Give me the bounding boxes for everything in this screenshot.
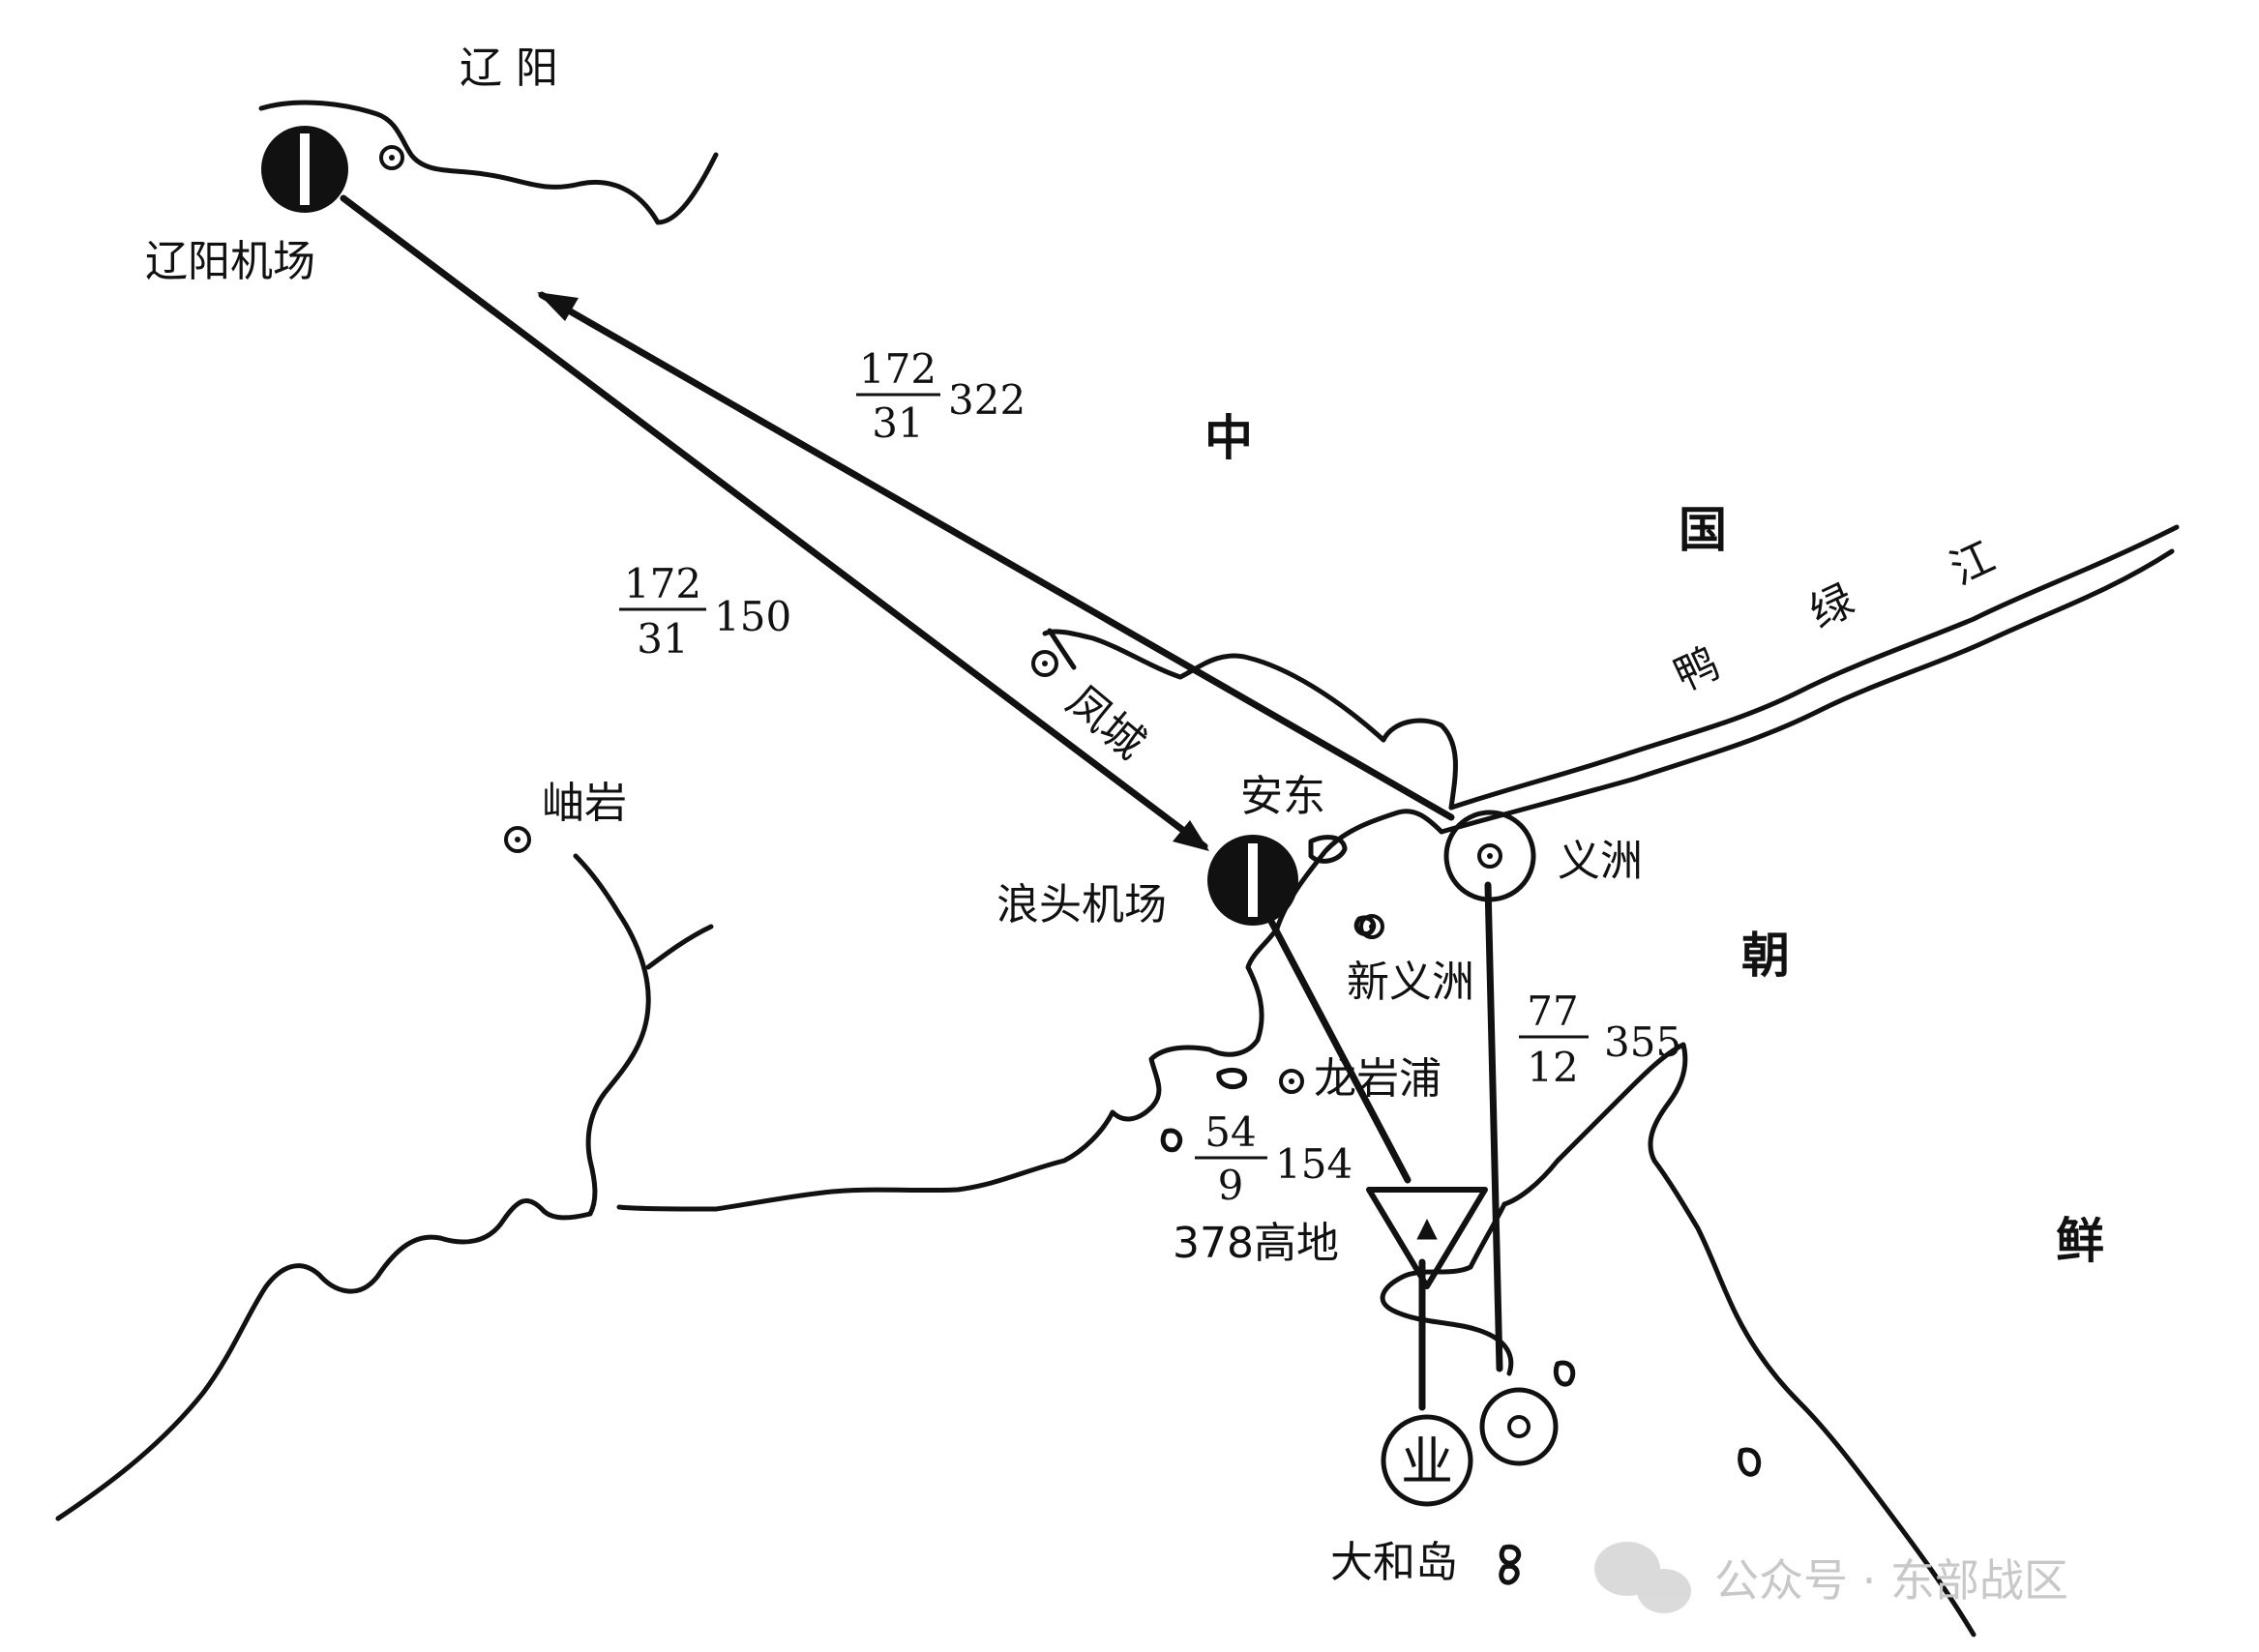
river-char-3: 江 [1943, 532, 2002, 595]
place-labels: 辽阳机场 浪头机场 凤城 岫岩 安东 义洲 新义洲 龙岩浦 378高地 大和岛 [145, 237, 1643, 1587]
fengcheng-stream [1047, 628, 1077, 670]
korea-inner-coast [1380, 1201, 1514, 1376]
region-liaoyang: 辽 阳 [460, 44, 558, 93]
wechat-logo-icon [1594, 1542, 1691, 1613]
watermark-text: 公众号 · 东部战区 [1714, 1554, 2068, 1607]
xiuyan-river [573, 853, 651, 1217]
label-fengcheng: 凤城 [1057, 676, 1154, 769]
route-stat-1-denominator: 31 [872, 399, 923, 447]
label-dahedao: 大和岛 [1330, 1538, 1458, 1587]
hill-marker-glyph: ▲ [1416, 1211, 1438, 1243]
liaoyang-airfield-icon [261, 126, 348, 213]
label-xiuyan: 岫岩 [542, 779, 627, 828]
islands [1160, 835, 1762, 1585]
route-stat-3-denominator: 12 [1527, 1044, 1578, 1091]
markers: ▲ 业 [261, 126, 1559, 1507]
label-andong: 安东 [1240, 772, 1325, 821]
watermark: 公众号 · 东部战区 [1594, 1542, 2068, 1613]
region-korea-2: 鲜 [2056, 1213, 2104, 1269]
route-stat-3-numerator: 77 [1527, 988, 1578, 1035]
longyanpu-town-icon [1279, 1069, 1304, 1094]
river-char-2: 绿 [1802, 575, 1861, 638]
yalu-river-upper-south [1439, 548, 2175, 835]
route-stat-1-value: 322 [948, 376, 1025, 424]
arrow-head-langtou [1173, 820, 1209, 851]
yalu-river-upper-north [1448, 524, 2180, 811]
route-yizhou-to-liaoyang [538, 291, 1455, 821]
liaoyang-river [258, 100, 719, 225]
label-longyanpu: 龙岩浦 [1314, 1054, 1442, 1104]
route-stat-3: 77 12 355 [1519, 988, 1681, 1091]
korea-west-coast [1501, 1042, 1977, 1637]
yalu-mouth-north [1381, 718, 1458, 811]
routes [340, 194, 1503, 1411]
river-char-1: 鸭 [1667, 638, 1726, 701]
yalu-mouth-loop [1274, 809, 1444, 931]
dahedao-target-glyph: 业 [1401, 1431, 1453, 1492]
route-stat-4: 54 9 154 [1195, 1108, 1352, 1209]
route-stat-4-denominator: 9 [1218, 1162, 1244, 1209]
langtou-airfield-icon [1207, 835, 1298, 926]
region-korea-1: 朝 [1741, 928, 1790, 984]
fengcheng-town-icon [1031, 650, 1058, 677]
xiuyan-tributary [645, 924, 714, 970]
route-stat-2-numerator: 172 [624, 560, 701, 607]
route-langtou-to-hill [1263, 910, 1412, 1184]
label-height-378: 378高地 [1173, 1219, 1339, 1268]
route-stat-2-denominator: 31 [637, 615, 688, 663]
route-stat-1: 172 31 322 [856, 345, 1025, 447]
label-liaoyang-airfield: 辽阳机场 [145, 237, 315, 286]
liaodong-west-coast [55, 1197, 593, 1521]
dahedao-second-icon [1479, 1387, 1559, 1466]
route-stats: 172 31 322 172 31 150 77 12 355 54 9 154 [619, 345, 1681, 1209]
yalu-river-north-bank [1042, 629, 1386, 743]
liaoyang-town-icon [379, 145, 404, 170]
region-china-1: 中 [1204, 410, 1253, 466]
arrow-head-liaoyang [537, 292, 579, 321]
route-yizhou-to-dahedao [1484, 881, 1503, 1372]
route-stat-4-numerator: 54 [1204, 1108, 1256, 1156]
region-china-2: 国 [1679, 502, 1727, 558]
dahedao-target-icon [1381, 1414, 1473, 1507]
route-stat-2-value: 150 [714, 593, 791, 640]
xinyizhou-town-icon [1359, 914, 1384, 939]
route-stat-2: 172 31 150 [619, 560, 791, 663]
hill-378-icon [1366, 1187, 1488, 1289]
coastlines [55, 100, 2180, 1637]
region-labels: 辽 阳 中 国 朝 鲜 [460, 44, 2104, 1269]
route-stat-4-value: 154 [1275, 1140, 1352, 1188]
xiuyan-town-icon [504, 826, 531, 853]
label-yizhou: 义洲 [1558, 837, 1643, 886]
yizhou-town-icon [1443, 810, 1536, 902]
label-xinyizhou: 新义洲 [1347, 958, 1474, 1007]
china-coast [616, 926, 1280, 1212]
label-langtou-airfield: 浪头机场 [996, 880, 1167, 929]
route-stat-3-value: 355 [1604, 1018, 1681, 1066]
route-liaoyang-to-langtou [340, 194, 1208, 850]
route-stat-1-numerator: 172 [859, 345, 936, 393]
